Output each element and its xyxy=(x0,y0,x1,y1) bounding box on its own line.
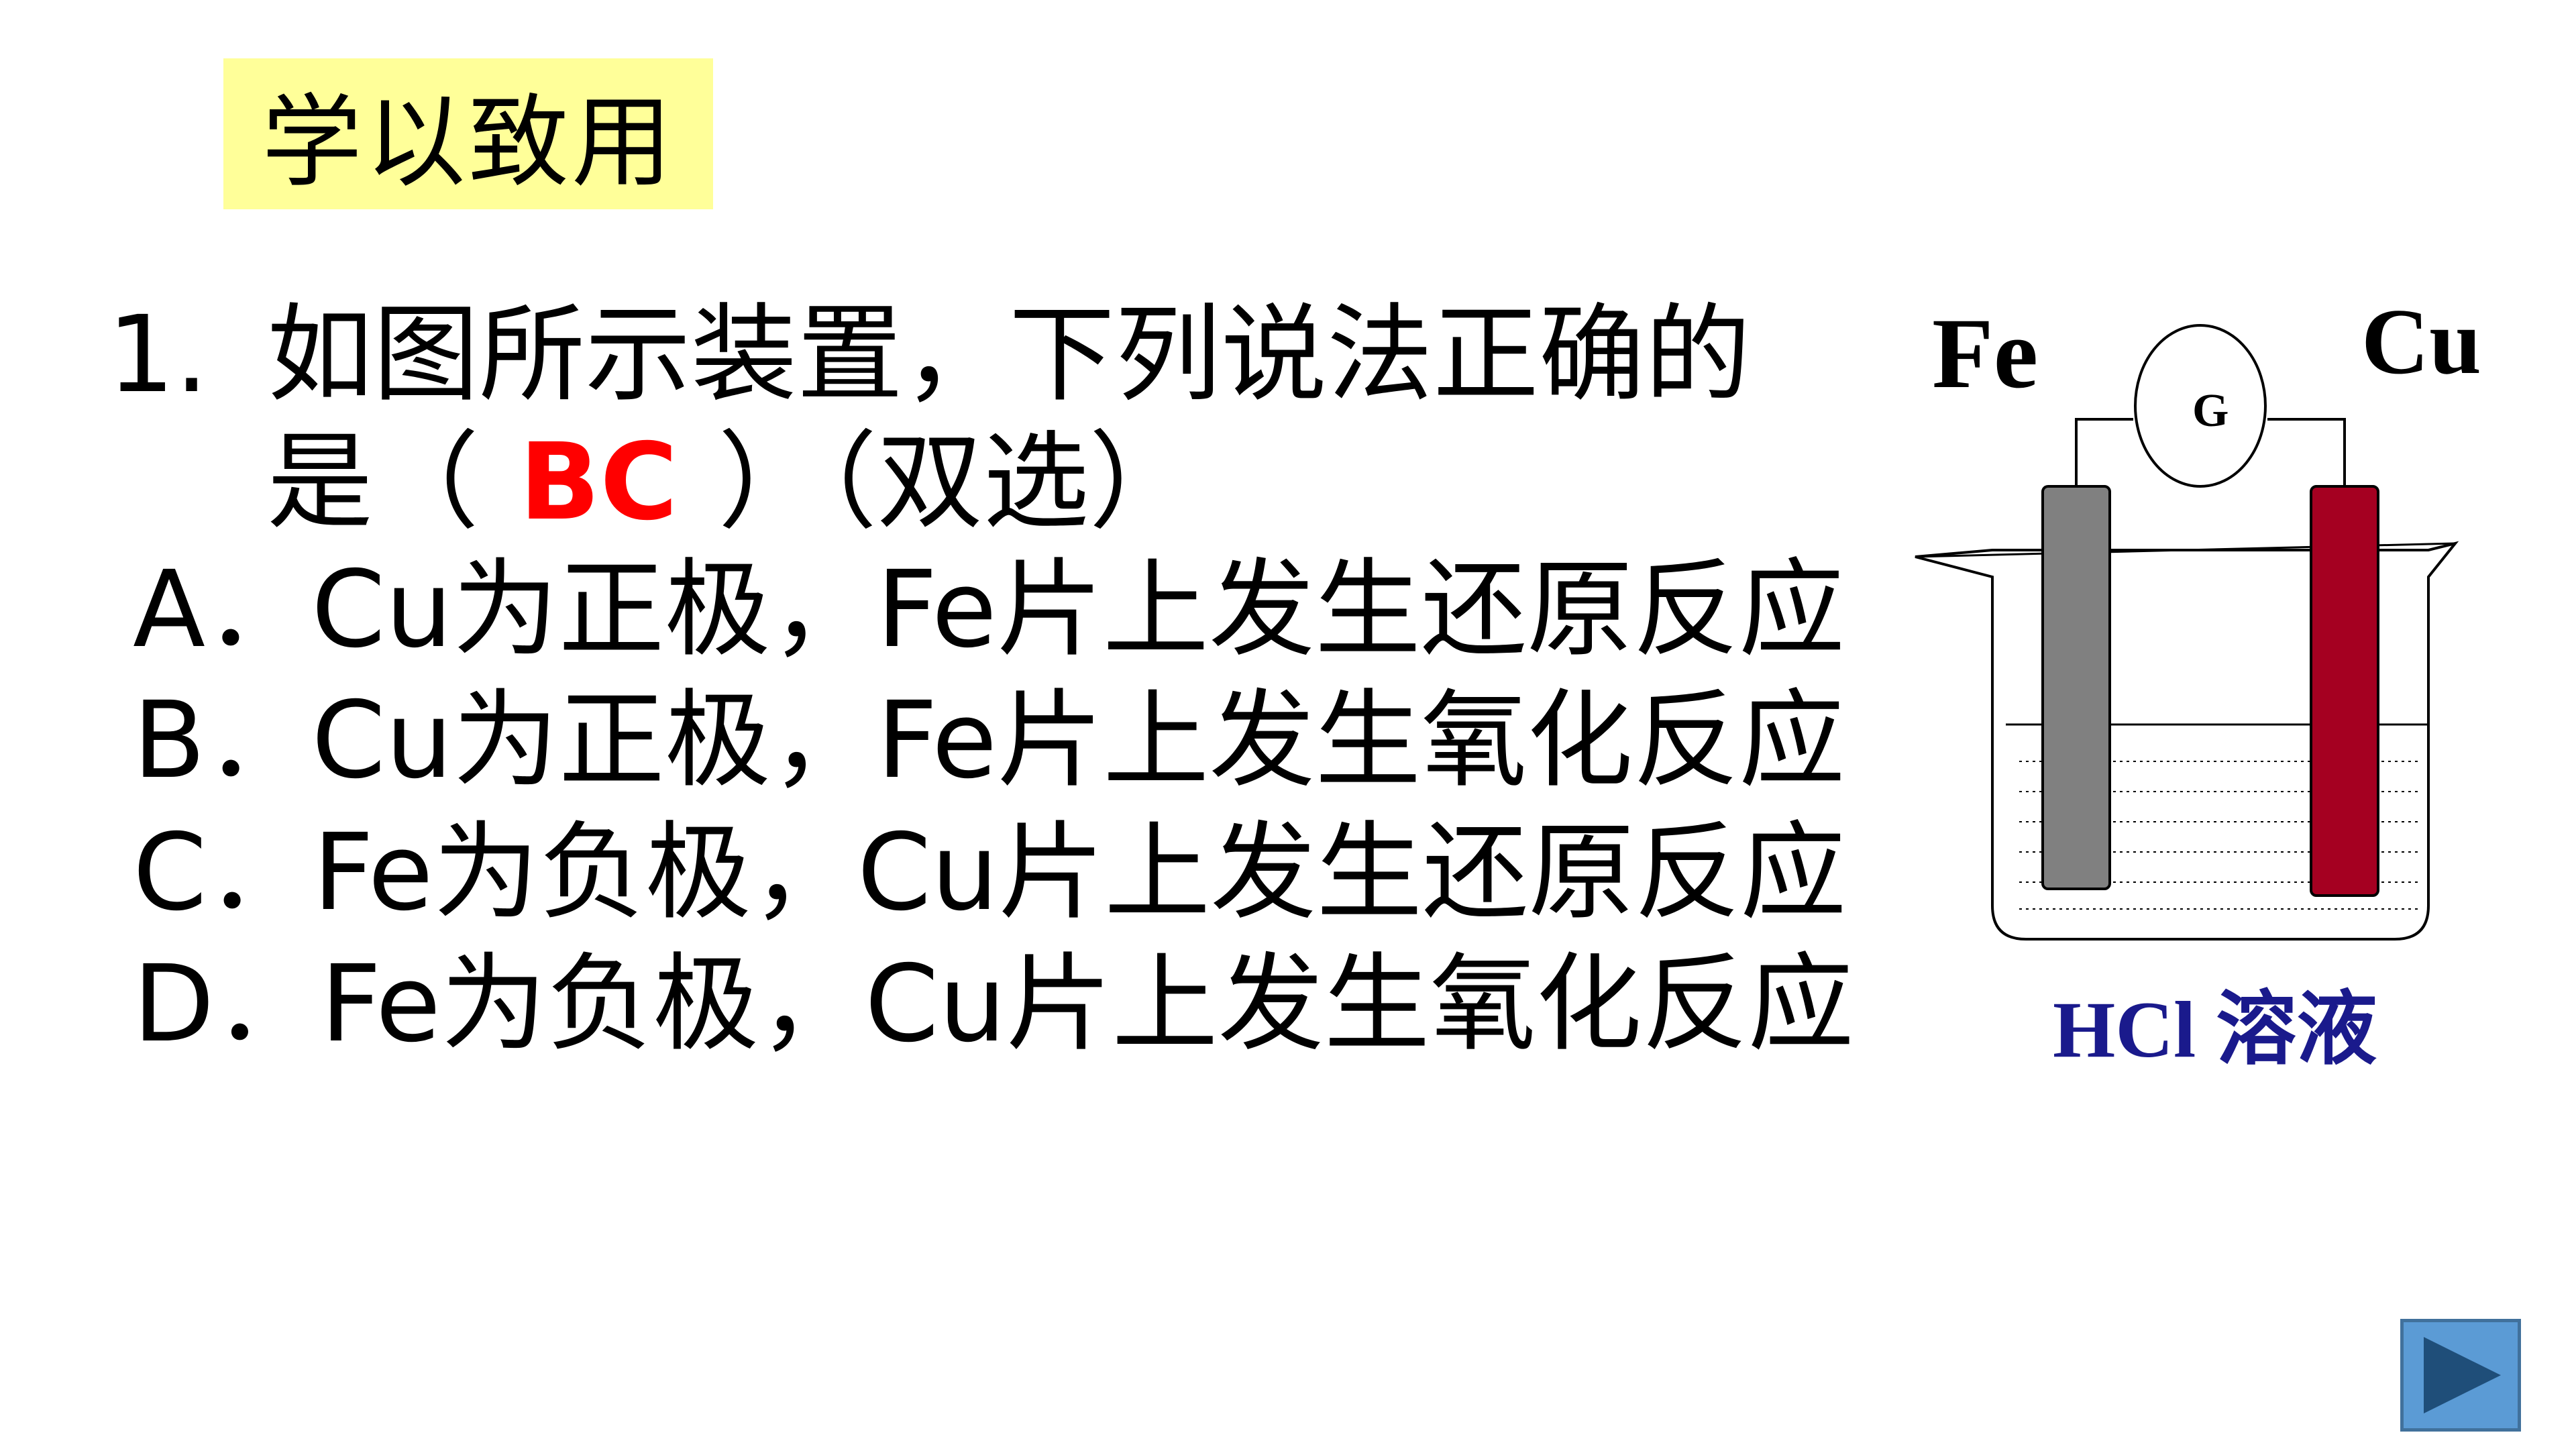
galvanic-cell-diagram: Fe Cu G HCl 溶液 xyxy=(1905,295,2522,1100)
answer-text: BC xyxy=(519,421,678,544)
question-text-line2: 是（BC）（双选） xyxy=(267,429,1195,535)
play-triangle-icon xyxy=(2424,1337,2501,1413)
header-title: 学以致用 xyxy=(261,85,675,201)
header-box: 学以致用 xyxy=(223,58,713,209)
left-wire xyxy=(2075,418,2133,493)
option-a: A．Cu为正极，Fe片上发生还原反应 xyxy=(133,557,1845,663)
option-text: Fe为负极，Cu片上发生还原反应 xyxy=(313,811,1847,934)
next-slide-button[interactable] xyxy=(2400,1319,2521,1432)
option-b: B．Cu为正极，Fe片上发生氧化反应 xyxy=(133,688,1845,794)
question-suffix: ）（双选） xyxy=(718,421,1195,544)
cu-label: Cu xyxy=(2361,290,2481,394)
option-letter: B． xyxy=(133,679,312,802)
right-wire xyxy=(2267,418,2346,493)
solution-label: HCl 溶液 xyxy=(2053,985,2377,1074)
option-text: Cu为正极，Fe片上发生还原反应 xyxy=(311,548,1845,672)
galvanometer-circle xyxy=(2134,324,2267,488)
question-text-line1: 如图所示装置，下列说法正确的 xyxy=(267,293,1751,417)
option-letter: D． xyxy=(133,943,321,1066)
option-letter: C． xyxy=(133,811,313,934)
option-text: Cu为正极，Fe片上发生氧化反应 xyxy=(311,679,1845,802)
option-d: D．Fe为负极，Cu片上发生氧化反应 xyxy=(133,951,1854,1057)
option-c: C．Fe为负极，Cu片上发生还原反应 xyxy=(133,820,1846,926)
fe-label: Fe xyxy=(1932,298,2039,409)
question-prefix: 是（ xyxy=(267,421,479,544)
question-number: 1. xyxy=(107,293,209,417)
beaker xyxy=(1915,541,2459,941)
option-text: Fe为负极，Cu片上发生氧化反应 xyxy=(320,943,1854,1066)
cell-drawing xyxy=(1915,324,2459,941)
fe-electrode xyxy=(2041,485,2111,890)
cu-electrode xyxy=(2310,485,2379,897)
option-letter: A． xyxy=(133,548,312,672)
galvanometer-label: G xyxy=(2192,385,2229,437)
